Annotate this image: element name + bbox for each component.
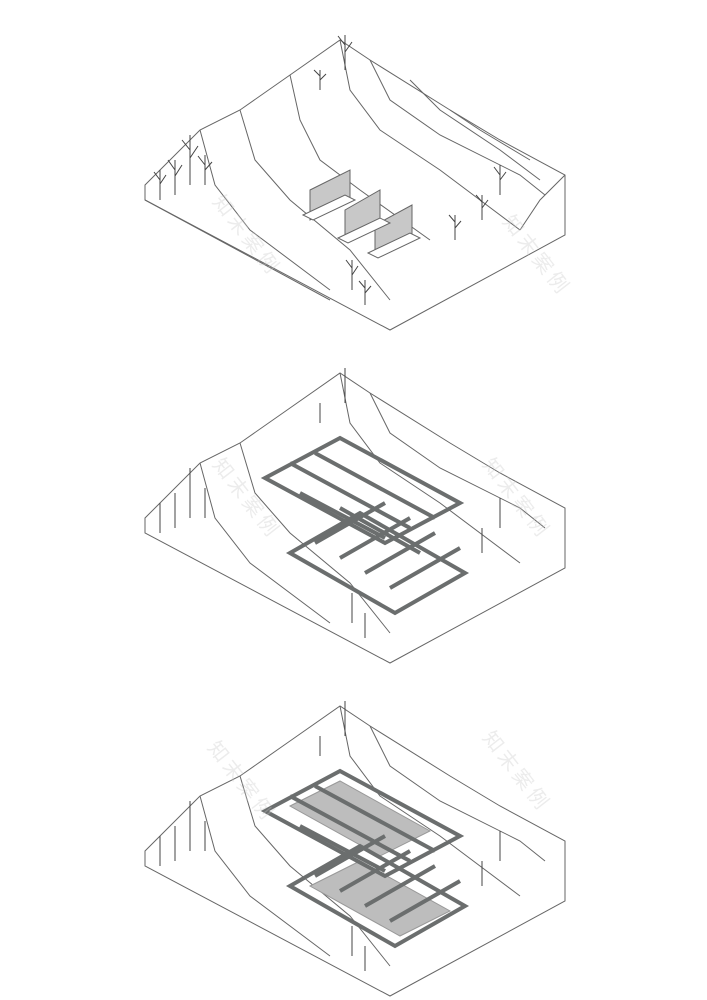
stage-2-diagram: 知末案例 知末案例	[0, 333, 707, 666]
terrain-frame-drawing	[144, 368, 566, 664]
terrain-drawing	[144, 35, 566, 331]
stage-3-diagram: 知末案例 知末案例	[0, 666, 707, 999]
terrain-frame-deck-drawing	[144, 701, 566, 997]
stage-1-diagram: 知末案例 知末案例	[0, 0, 707, 333]
